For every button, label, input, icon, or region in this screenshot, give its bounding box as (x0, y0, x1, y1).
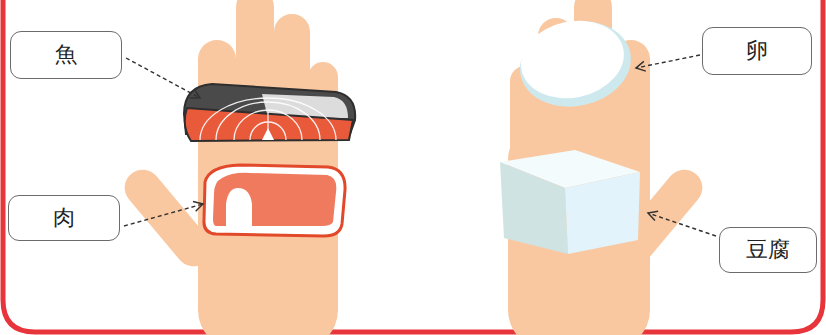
food-label: 肉 (53, 205, 75, 231)
label-box: 卵 (702, 27, 812, 75)
food-label: 豆腐 (746, 237, 790, 263)
food-label: 魚 (55, 42, 77, 68)
food-label: 卵 (746, 38, 768, 64)
frame (3, 0, 823, 332)
egg (512, 10, 639, 116)
meat (204, 165, 345, 236)
label-box: 魚 (10, 31, 122, 79)
tofu (500, 150, 640, 254)
label-box: 豆腐 (719, 227, 817, 273)
fish-steak (184, 84, 355, 141)
leader-lines (124, 55, 716, 236)
label-box: 肉 (8, 195, 120, 241)
